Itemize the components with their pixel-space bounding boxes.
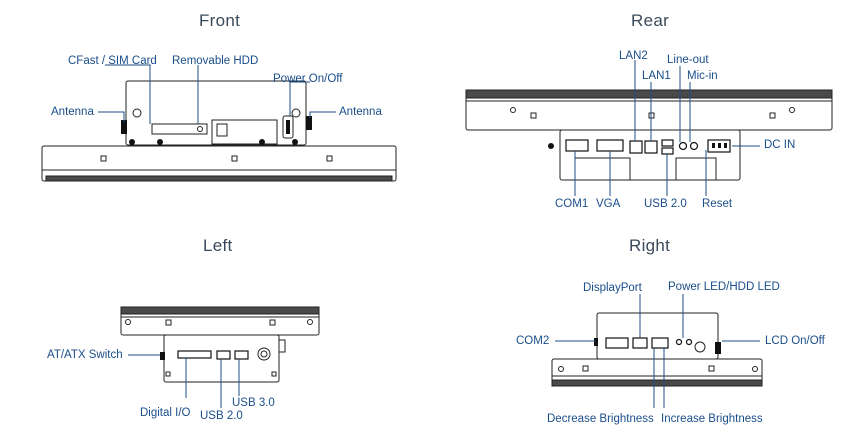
label-at-atx: AT/ATX Switch bbox=[47, 349, 123, 361]
digital-io-connector bbox=[177, 350, 212, 359]
right-view-title: Right bbox=[629, 236, 671, 255]
vga-port bbox=[596, 139, 624, 152]
hdd-latch bbox=[216, 123, 228, 137]
label-lan2: LAN2 bbox=[619, 50, 648, 62]
line-out-jack bbox=[678, 141, 688, 151]
front-view-title: Front bbox=[199, 11, 241, 30]
label-dc-in: DC IN bbox=[764, 139, 796, 151]
antenna-left-connector bbox=[121, 120, 127, 134]
label-displayport: DisplayPort bbox=[583, 282, 642, 294]
usb30-port bbox=[234, 350, 249, 360]
com1-port bbox=[565, 139, 589, 152]
label-usb20-rear: USB 2.0 bbox=[644, 198, 687, 210]
usb20-port bbox=[216, 350, 231, 360]
right-view-drawing bbox=[551, 312, 763, 387]
label-mic-in: Mic-in bbox=[687, 70, 718, 82]
label-power-onoff: Power On/Off bbox=[273, 73, 343, 85]
label-vga: VGA bbox=[596, 198, 621, 210]
lan2-port bbox=[629, 140, 643, 154]
rear-view-drawing bbox=[465, 89, 833, 181]
displayport-port bbox=[632, 337, 648, 349]
label-removable-hdd: Removable HDD bbox=[172, 55, 259, 67]
label-antenna-right: Antenna bbox=[339, 106, 382, 118]
label-com1: COM1 bbox=[555, 198, 589, 210]
label-com2: COM2 bbox=[516, 335, 550, 347]
front-screw bbox=[132, 108, 142, 118]
power-led bbox=[675, 338, 683, 346]
usb20-port-b bbox=[661, 147, 674, 155]
left-view-title: Left bbox=[203, 236, 233, 255]
usb20-port-a bbox=[661, 139, 674, 147]
label-increase-brightness: Increase Brightness bbox=[661, 413, 763, 425]
front-screw bbox=[291, 108, 301, 118]
brightness-buttons bbox=[651, 337, 669, 349]
antenna-right-connector bbox=[306, 116, 312, 130]
label-usb20-left: USB 2.0 bbox=[200, 410, 243, 422]
left-view-drawing bbox=[120, 306, 320, 383]
mic-in-jack bbox=[689, 141, 699, 151]
label-lan1: LAN1 bbox=[642, 70, 671, 82]
at-atx-switch bbox=[160, 352, 165, 360]
label-lcd-onoff: LCD On/Off bbox=[765, 335, 825, 347]
label-reset: Reset bbox=[702, 198, 733, 210]
rear-view-title: Rear bbox=[631, 11, 670, 30]
lan1-port bbox=[644, 140, 658, 154]
hdd-led bbox=[685, 338, 693, 346]
label-antenna-left: Antenna bbox=[51, 106, 94, 118]
label-cfast-sim: CFast / SIM Card bbox=[68, 55, 157, 67]
com2-port bbox=[605, 337, 629, 349]
label-power-led: Power LED/HDD LED bbox=[668, 281, 780, 293]
label-line-out: Line-out bbox=[667, 54, 709, 66]
front-view-drawing bbox=[41, 80, 397, 182]
cfast-slot bbox=[151, 123, 208, 135]
label-decrease-brightness: Decrease Brightness bbox=[547, 413, 654, 425]
label-usb30-left: USB 3.0 bbox=[232, 397, 275, 409]
label-digital-io: Digital I/O bbox=[140, 407, 191, 419]
lcd-onoff-button bbox=[715, 342, 721, 354]
